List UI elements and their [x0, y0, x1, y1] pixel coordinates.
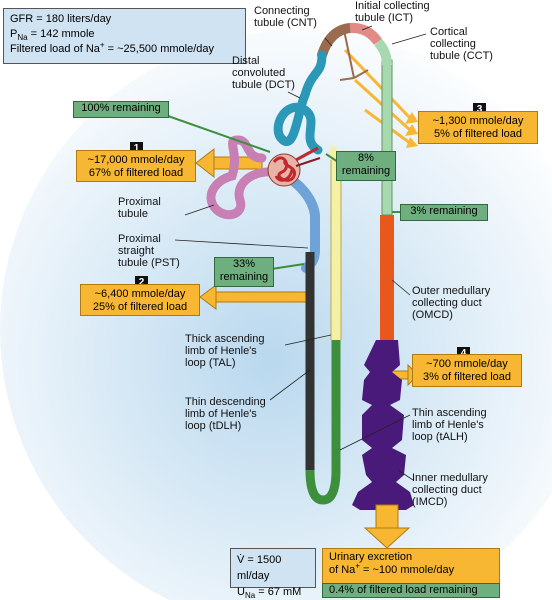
ict-segment [349, 22, 383, 45]
label-talh: Thin ascending limb of Henle's loop (tAL… [412, 407, 487, 443]
label-cnt: Connecting tubule (CNT) [254, 5, 317, 29]
urine-flow-text: V̇ = 1500 ml/day [237, 554, 282, 582]
label-proximal-tubule: Proximal tubule [118, 196, 161, 220]
label-omcd: Outer medullary collecting duct (OMCD) [412, 285, 491, 321]
label-pst: Proximal straight tubule (PST) [118, 233, 180, 269]
remaining-33-box: 33% remaining [214, 257, 274, 287]
proximal-tubule-segment [206, 135, 280, 220]
label-cct: Cortical collecting tubule (CCT) [430, 26, 493, 62]
label-imcd: Inner medullary collecting duct (IMCD) [412, 472, 488, 508]
pointer-100-remaining [167, 115, 271, 153]
remaining-3-box: 3% remaining [400, 204, 488, 221]
excretion-title: Urinary excretion [329, 551, 413, 563]
filtration-parameters-box: GFR = 180 liters/day PNa = 142 mmole Fil… [3, 8, 246, 64]
label-tal: Thick ascending limb of Henle's loop (TA… [185, 333, 265, 369]
remaining-8-box: 8% remaining [336, 151, 396, 181]
urine-parameters-box: V̇ = 1500 ml/day UNa = 67 mM [230, 548, 316, 600]
cct-top-segment [374, 38, 392, 66]
plasma-na-text: PNa = 142 mmole [10, 28, 95, 43]
filtered-load-text: Filtered load of Na+ = ~25,500 mmole/day [10, 40, 215, 55]
step-2-box: ~6,400 mmole/day 25% of filtered load [80, 284, 200, 316]
label-leader-lines [174, 25, 427, 481]
urinary-excretion-arrow [363, 504, 411, 549]
dct-segment [273, 50, 327, 155]
step-4-box: ~700 mmole/day 3% of filtered load [412, 354, 522, 387]
omcd-segment [380, 215, 394, 340]
remaining-100-box: 100% remaining [73, 101, 169, 118]
reabsorption-arrows-3 [343, 48, 418, 148]
glomerulus [267, 146, 321, 187]
reabsorption-arrow-2 [199, 284, 307, 310]
excretion-remaining-footer: 0.4% of filtered load remaining [322, 583, 500, 598]
gfr-text: GFR = 180 liters/day [10, 13, 112, 25]
label-tdlh: Thin descending limb of Henle's loop (tD… [185, 396, 266, 432]
label-ict: Initial collecting tubule (ICT) [355, 0, 430, 24]
step-1-box: ~17,000 mmole/day 67% of filtered load [76, 150, 196, 182]
urine-na-text: UNa = 67 mM [237, 586, 302, 600]
cct-segment [381, 59, 393, 216]
imcd-segment [352, 340, 414, 510]
loop-bend [305, 469, 341, 505]
label-dct: Distal convoluted tubule (DCT) [232, 55, 295, 91]
excretion-amount: of Na+ = ~100 mmole/day [329, 561, 455, 576]
step-3-box: ~1,300 mmole/day 5% of filtered load [418, 111, 538, 144]
